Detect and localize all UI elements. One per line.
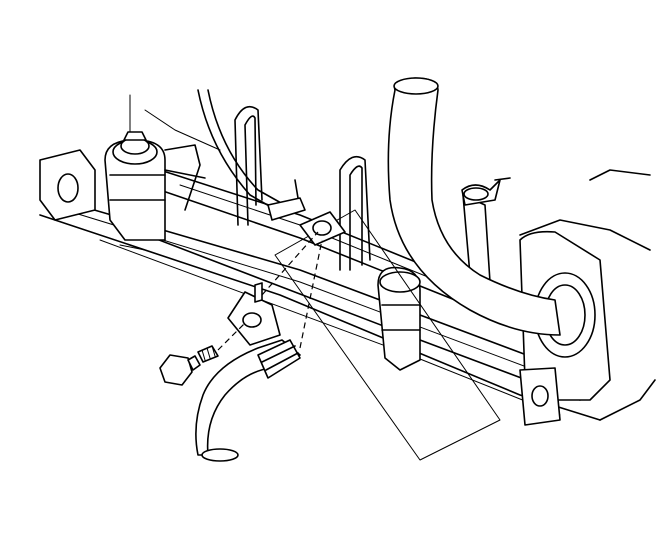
hose-bracket xyxy=(227,211,346,346)
vacuum-hose-upper xyxy=(387,77,561,336)
bracket-bolt xyxy=(159,321,247,386)
vacuum-hose-lower xyxy=(195,239,323,462)
fuel-injector-left xyxy=(39,131,206,251)
fuel-injector-right xyxy=(377,230,611,426)
fuel-line-loops xyxy=(197,89,371,271)
